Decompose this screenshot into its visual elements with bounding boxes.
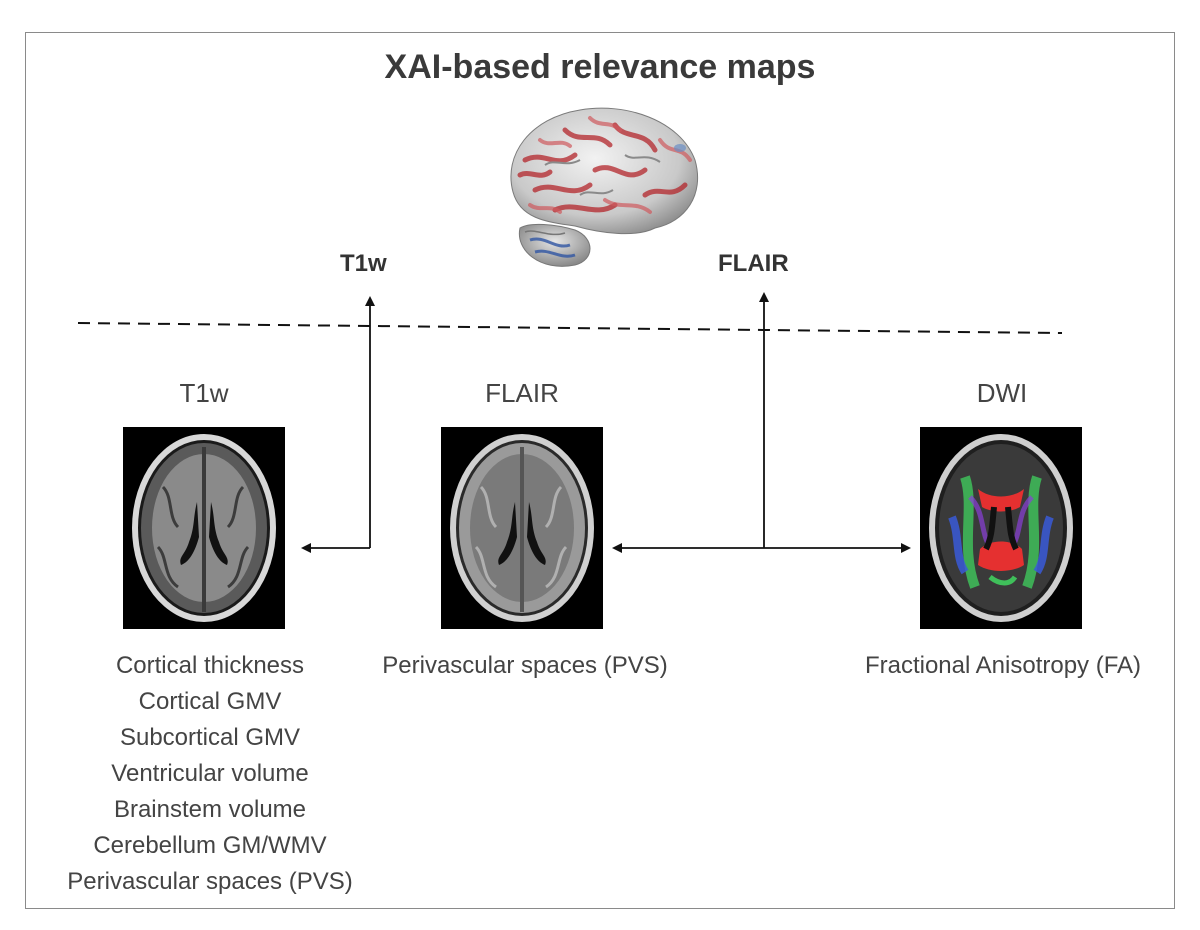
flair-feature: Perivascular spaces (PVS) — [382, 652, 668, 679]
figure-frame — [25, 32, 1175, 909]
brain-3d-rendering — [510, 107, 699, 267]
t1w-feature: Cerebellum GM/WMV — [93, 832, 327, 859]
t1w-feature: Cortical GMV — [138, 688, 282, 715]
modality-label-flair: FLAIR — [485, 378, 559, 408]
t1w-mri-image — [123, 427, 285, 629]
dashed-divider — [77, 322, 1063, 334]
figure-title: XAI-based relevance maps — [384, 48, 816, 86]
t1w-feature: Brainstem volume — [113, 796, 307, 823]
t1w-feature: Subcortical GMV — [119, 724, 301, 751]
modality-label-t1w: T1w — [179, 378, 229, 408]
modality-label-dwi: DWI — [976, 378, 1028, 408]
dwi-feature: Fractional Anisotropy (FA) — [864, 652, 1142, 679]
t1w-feature: Perivascular spaces (PVS) — [67, 868, 353, 895]
t1w-feature: Ventricular volume — [111, 760, 309, 787]
dwi-fa-image — [920, 427, 1082, 629]
t1w-feature: Cortical thickness — [115, 652, 305, 679]
t1w-feature-list: Cortical thickness Cortical GMV Subcorti… — [20, 648, 400, 900]
flair-mri-image — [441, 427, 603, 629]
top-label-t1w: T1w — [340, 250, 387, 277]
top-label-flair: FLAIR — [718, 250, 789, 277]
